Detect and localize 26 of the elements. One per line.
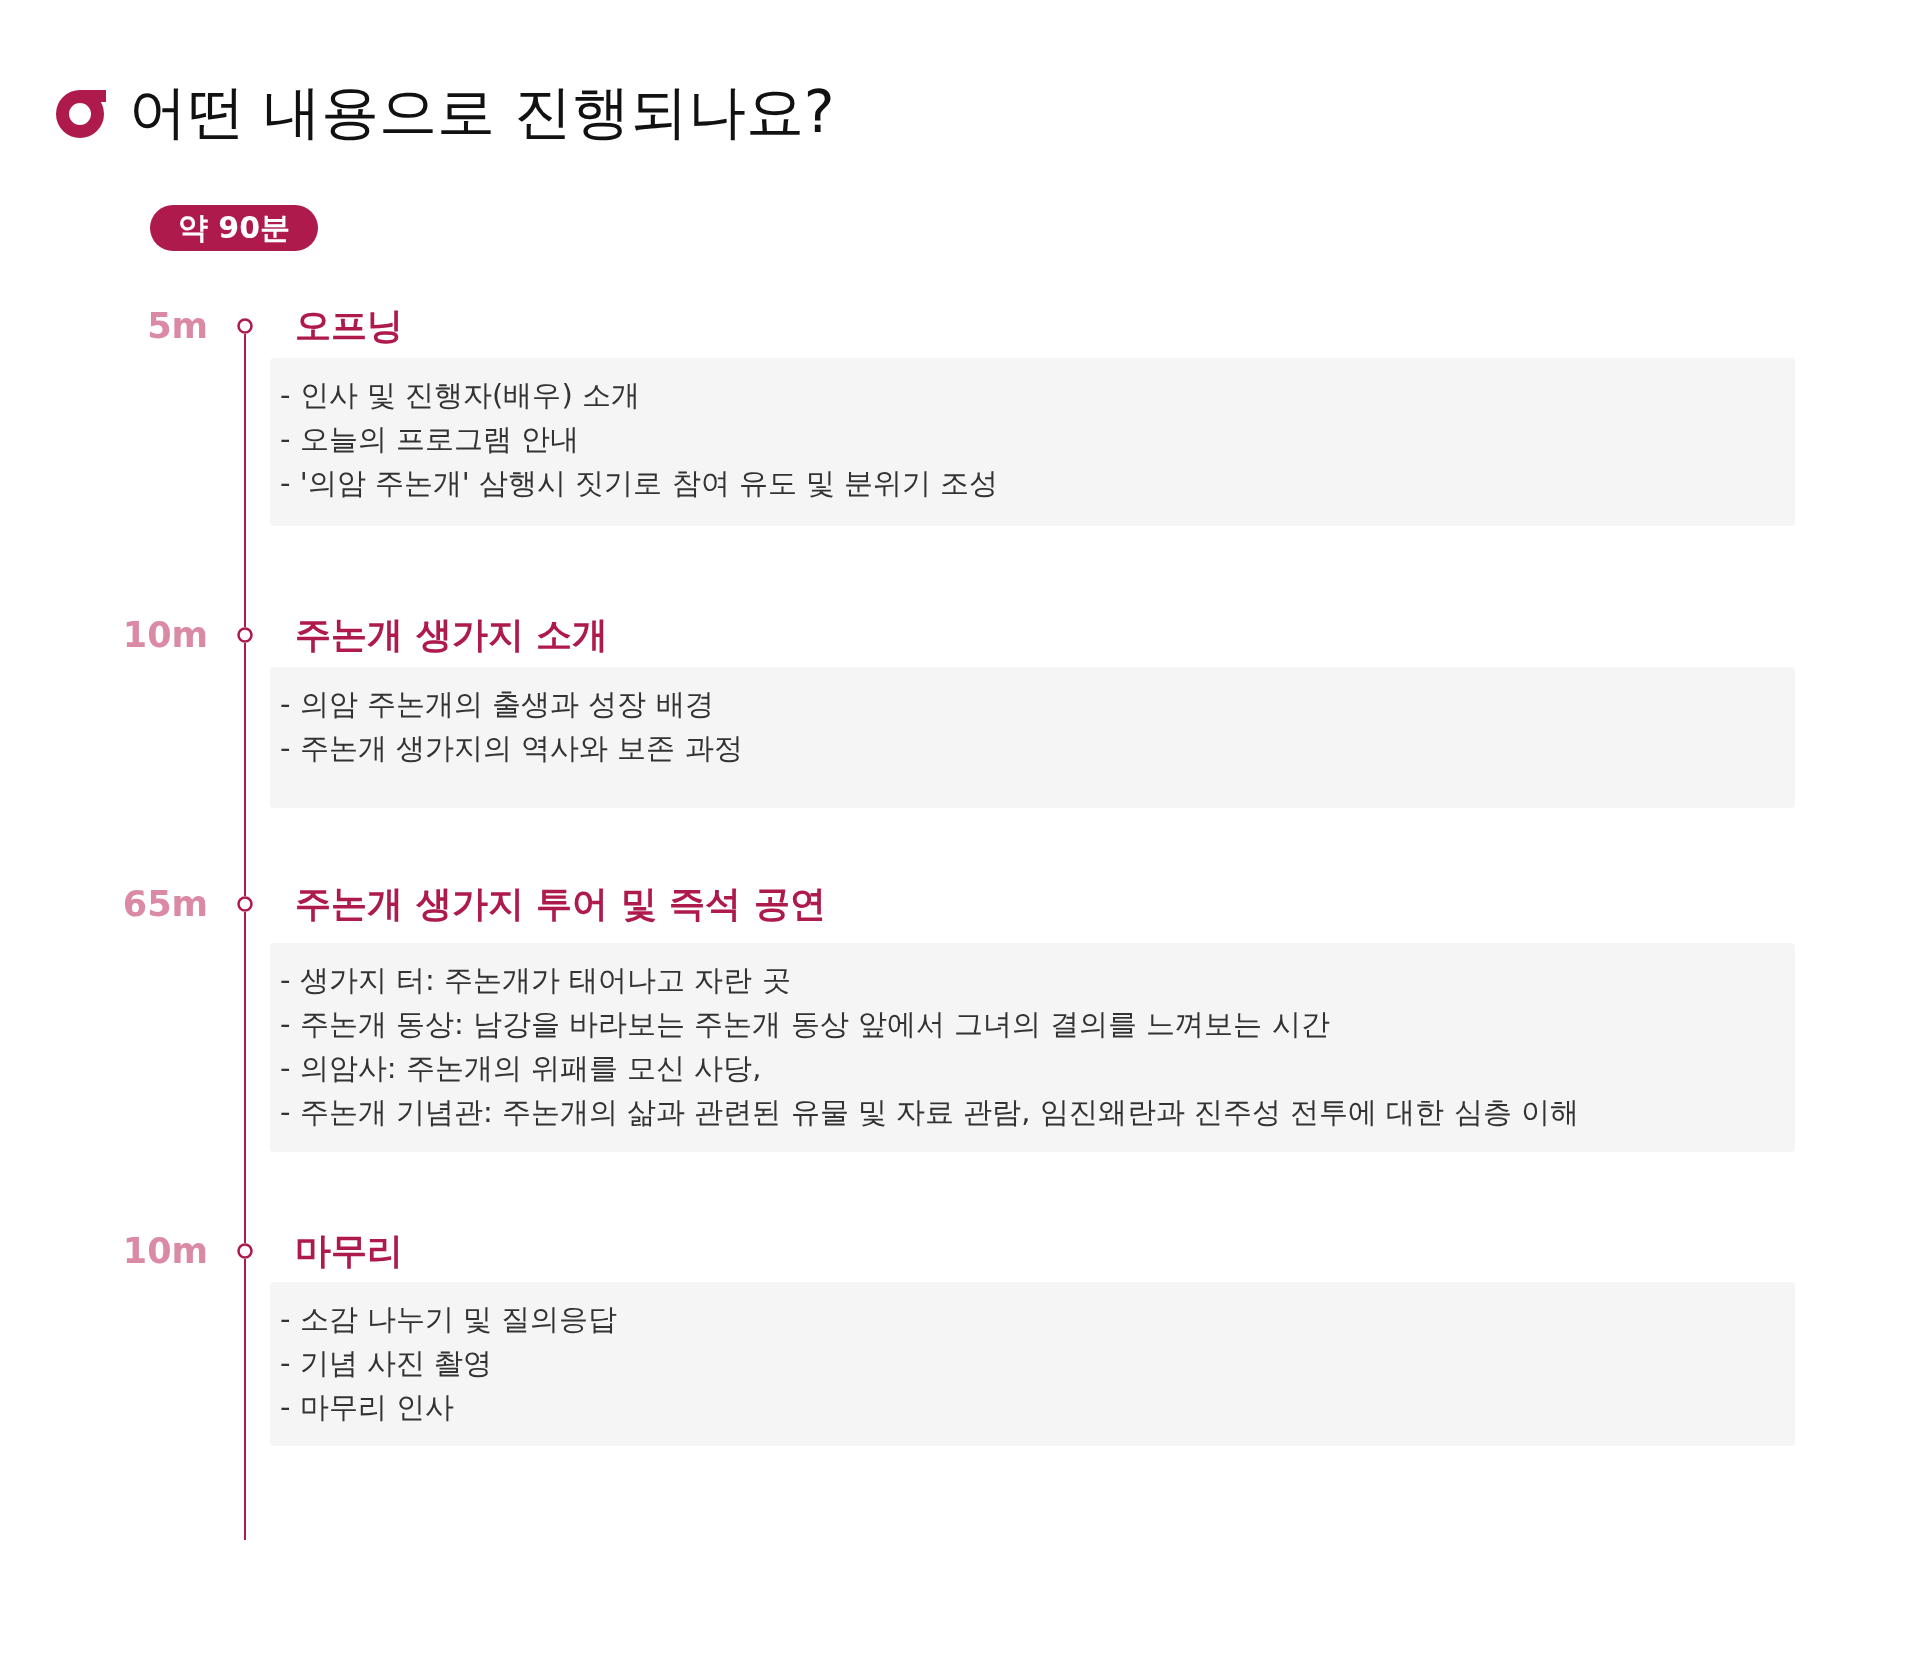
timeline-line	[244, 1258, 246, 1541]
list-item: - 의암 주논개의 출생과 성장 배경	[280, 686, 715, 723]
list-item: - 주논개 생가지의 역사와 보존 과정	[280, 730, 743, 767]
list-item: - 기념 사진 촬영	[280, 1345, 494, 1382]
section-heading: 마무리	[295, 1229, 403, 1273]
section-heading: 주논개 생가지 투어 및 즉석 공연	[295, 882, 826, 926]
list-item: - 소감 나누기 및 질의응답	[280, 1301, 618, 1338]
title: 어떤 내용으로 진행되나요?	[129, 77, 835, 147]
duration-label: 10m	[122, 1230, 208, 1273]
list-item: - 주논개 동상: 남강을 바라보는 주논개 동상 앞에서 그녀의 결의를 느껴보는 시간	[280, 1006, 1331, 1043]
list-item: - 마무리 인사	[280, 1389, 455, 1426]
list-item: - 오늘의 프로그램 안내	[280, 421, 581, 458]
list-item: - '의암 주논개' 삼행시 짓기로 참여 유도 및 분위기 조성	[280, 465, 999, 502]
list-item: - 생가지 터: 주논개가 태어나고 자란 곳	[280, 962, 792, 999]
timeline-line	[244, 911, 246, 1244]
duration-badge: 약 90분	[150, 205, 318, 251]
duration-label: 65m	[122, 883, 208, 926]
timeline-line	[244, 333, 246, 628]
duration-label: 10m	[122, 614, 208, 657]
section-heading: 주논개 생가지 소개	[295, 613, 609, 657]
section-heading: 오프닝	[295, 304, 403, 348]
duration-label: 5m	[147, 305, 208, 348]
list-item: - 주논개 기념관: 주논개의 삶과 관련된 유물 및 자료 관람, 임진왜란과 진주성 전투에 대한 심층 이해	[280, 1094, 1579, 1131]
list-item: - 의암사: 주논개의 위패를 모신 사당,	[280, 1050, 763, 1087]
list-item: - 인사 및 진행자(배우) 소개	[280, 377, 641, 414]
timeline-line	[244, 642, 246, 897]
